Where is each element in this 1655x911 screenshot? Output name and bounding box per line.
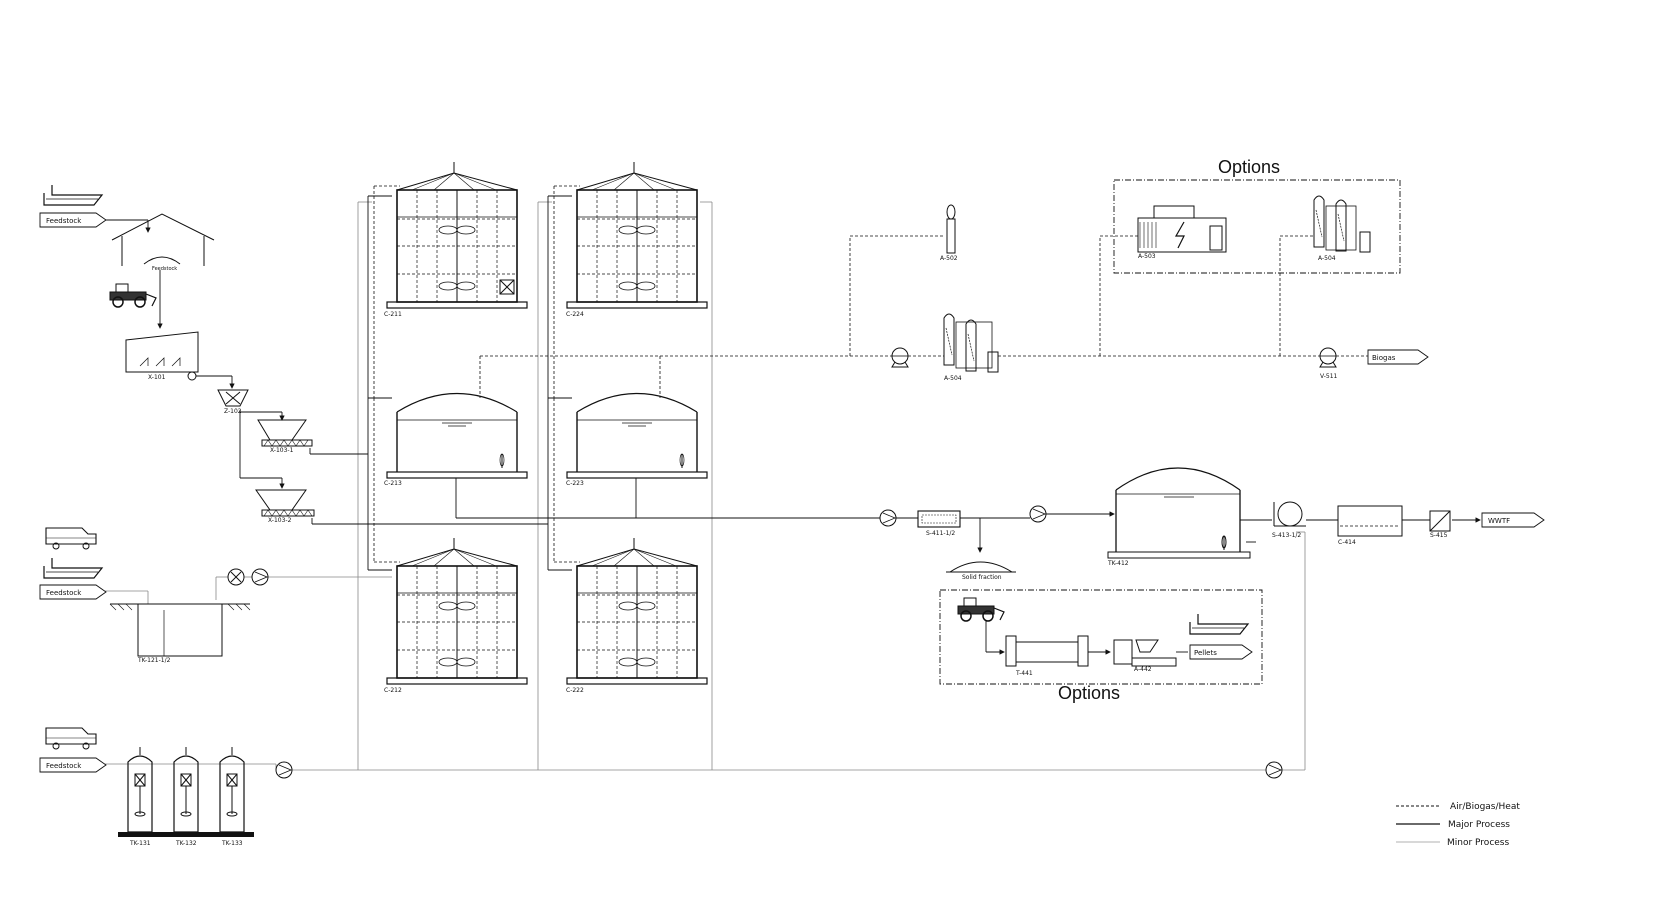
dryer-t441[interactable]: T-441 [1005,635,1089,677]
v511-label: V-511 [1320,373,1338,380]
tk131-label: TK-131 [129,840,151,847]
digester-c222[interactable] [566,537,708,685]
feedstock-hall-label: Feedstock [152,266,177,272]
filter-s415[interactable]: S-415 [1429,510,1451,539]
legend: Air/Biogas/Heat Major Process Minor Proc… [1396,802,1520,848]
s413-label: S-413-1/2 [1272,532,1301,539]
chp-a503[interactable]: A-503 [1137,205,1227,260]
solid-fraction-pile: Solid fraction [946,561,1016,581]
ship-icon-pellets [1189,613,1249,635]
tk121-label: TK-121-1/2 [137,657,171,664]
options-title-top: Options [1218,157,1280,177]
blower-icon-v511[interactable] [1319,347,1337,368]
z102-label: Z-102 [224,408,242,415]
crusher-z102[interactable]: Z-102 [217,389,249,415]
grinder-icon[interactable] [227,568,245,586]
pump-icon-feed[interactable] [251,568,269,586]
digester-c212[interactable] [386,537,528,685]
tank-c414[interactable]: C-414 [1337,505,1403,546]
digester-c224[interactable] [566,161,708,309]
tank-base [118,832,254,837]
loader-icon [109,283,157,308]
feedstock-tag-3[interactable]: Feedstock [39,757,107,773]
feedstock-tag-2-label: Feedstock [46,589,82,597]
pellets-tag-label: Pellets [1194,649,1217,657]
screw-x103-2[interactable]: X-103-2 [255,489,315,524]
pump-icon-return[interactable] [1265,761,1283,779]
pump-icon-digestate[interactable] [879,509,897,527]
solid-fraction-label: Solid fraction [962,574,1002,581]
ship-icon [43,184,103,206]
flare-a502[interactable]: A-502 [940,204,958,262]
a503-label: A-503 [1138,253,1156,260]
biogas-tag[interactable]: Biogas [1367,349,1429,365]
mixer-box-icon [499,279,515,295]
digester-c223[interactable] [566,392,708,479]
c223-label: C-223 [566,480,584,487]
options-box-bottom [939,589,1263,685]
feedstock-tag-3-label: Feedstock [46,762,82,770]
a442-label: A-442 [1134,666,1152,673]
wwtf-tag-label: WWTF [1488,517,1510,525]
pump-icon-liquid[interactable] [275,761,293,779]
feedstock-tag-2[interactable]: Feedstock [39,584,107,600]
ship-icon-2 [43,557,103,579]
major-process-lines [104,195,1481,655]
pump-icon-storage[interactable] [1029,505,1047,523]
tank-tk131[interactable] [127,746,153,833]
upgrader-a504[interactable]: A-504 [943,313,999,382]
t441-label: T-441 [1015,670,1033,677]
x103-2-label: X-103-2 [268,517,292,524]
c224-label: C-224 [566,311,584,318]
tank-tk132[interactable] [173,746,199,833]
feedstock-tag-1[interactable]: Feedstock [39,212,107,228]
loader-icon-2 [957,597,1005,622]
minor-process-lines [104,201,1306,771]
c414-label: C-414 [1338,539,1356,546]
tk412-label: TK-412 [1107,560,1129,567]
separator-s411[interactable]: S-411-1/2 [917,510,961,537]
a502-label: A-502 [940,255,958,262]
feeder-x101[interactable]: X-101 [125,331,199,381]
tk132-label: TK-132 [175,840,197,847]
truck-icon [45,527,97,550]
wwtf-tag[interactable]: WWTF [1481,512,1545,528]
storage-tk412[interactable]: TK-412 [1107,467,1251,567]
gas-lines [373,185,1370,563]
blower-icon[interactable] [891,347,909,368]
x103-1-label: X-103-1 [270,447,294,454]
a504-top-label: A-504 [1318,255,1336,262]
c222-label: C-222 [566,687,584,694]
pelletizer-a442[interactable]: A-442 [1113,639,1177,673]
legend-minor-process: Minor Process [1447,838,1509,848]
options-title-bottom: Options [1058,683,1120,703]
options-box-top [1113,179,1401,274]
tk133-label: TK-133 [221,840,243,847]
c213-label: C-213 [384,480,402,487]
s415-label: S-415 [1430,532,1448,539]
a504-label: A-504 [944,375,962,382]
tanker-truck-icon [45,727,97,750]
c211-label: C-211 [384,311,402,318]
pellets-tag[interactable]: Pellets [1189,644,1253,660]
pit-tank-tk121[interactable]: TK-121-1/2 [109,603,251,664]
tank-tk133[interactable] [219,746,245,833]
feedstock-hall: Feedstock [111,213,215,272]
centrifuge-s413[interactable]: S-413-1/2 [1272,501,1306,539]
s411-label: S-411-1/2 [926,530,955,537]
digester-c213[interactable] [386,392,528,479]
screw-x103-1[interactable]: X-103-1 [257,419,313,454]
biogas-tag-label: Biogas [1372,354,1396,362]
x101-label: X-101 [148,374,166,381]
feedstock-tag-1-label: Feedstock [46,217,82,225]
legend-major-process: Major Process [1448,820,1510,830]
c212-label: C-212 [384,687,402,694]
upgrader-a504-option[interactable]: A-504 [1313,195,1371,262]
legend-air-biogas-heat: Air/Biogas/Heat [1450,802,1520,812]
